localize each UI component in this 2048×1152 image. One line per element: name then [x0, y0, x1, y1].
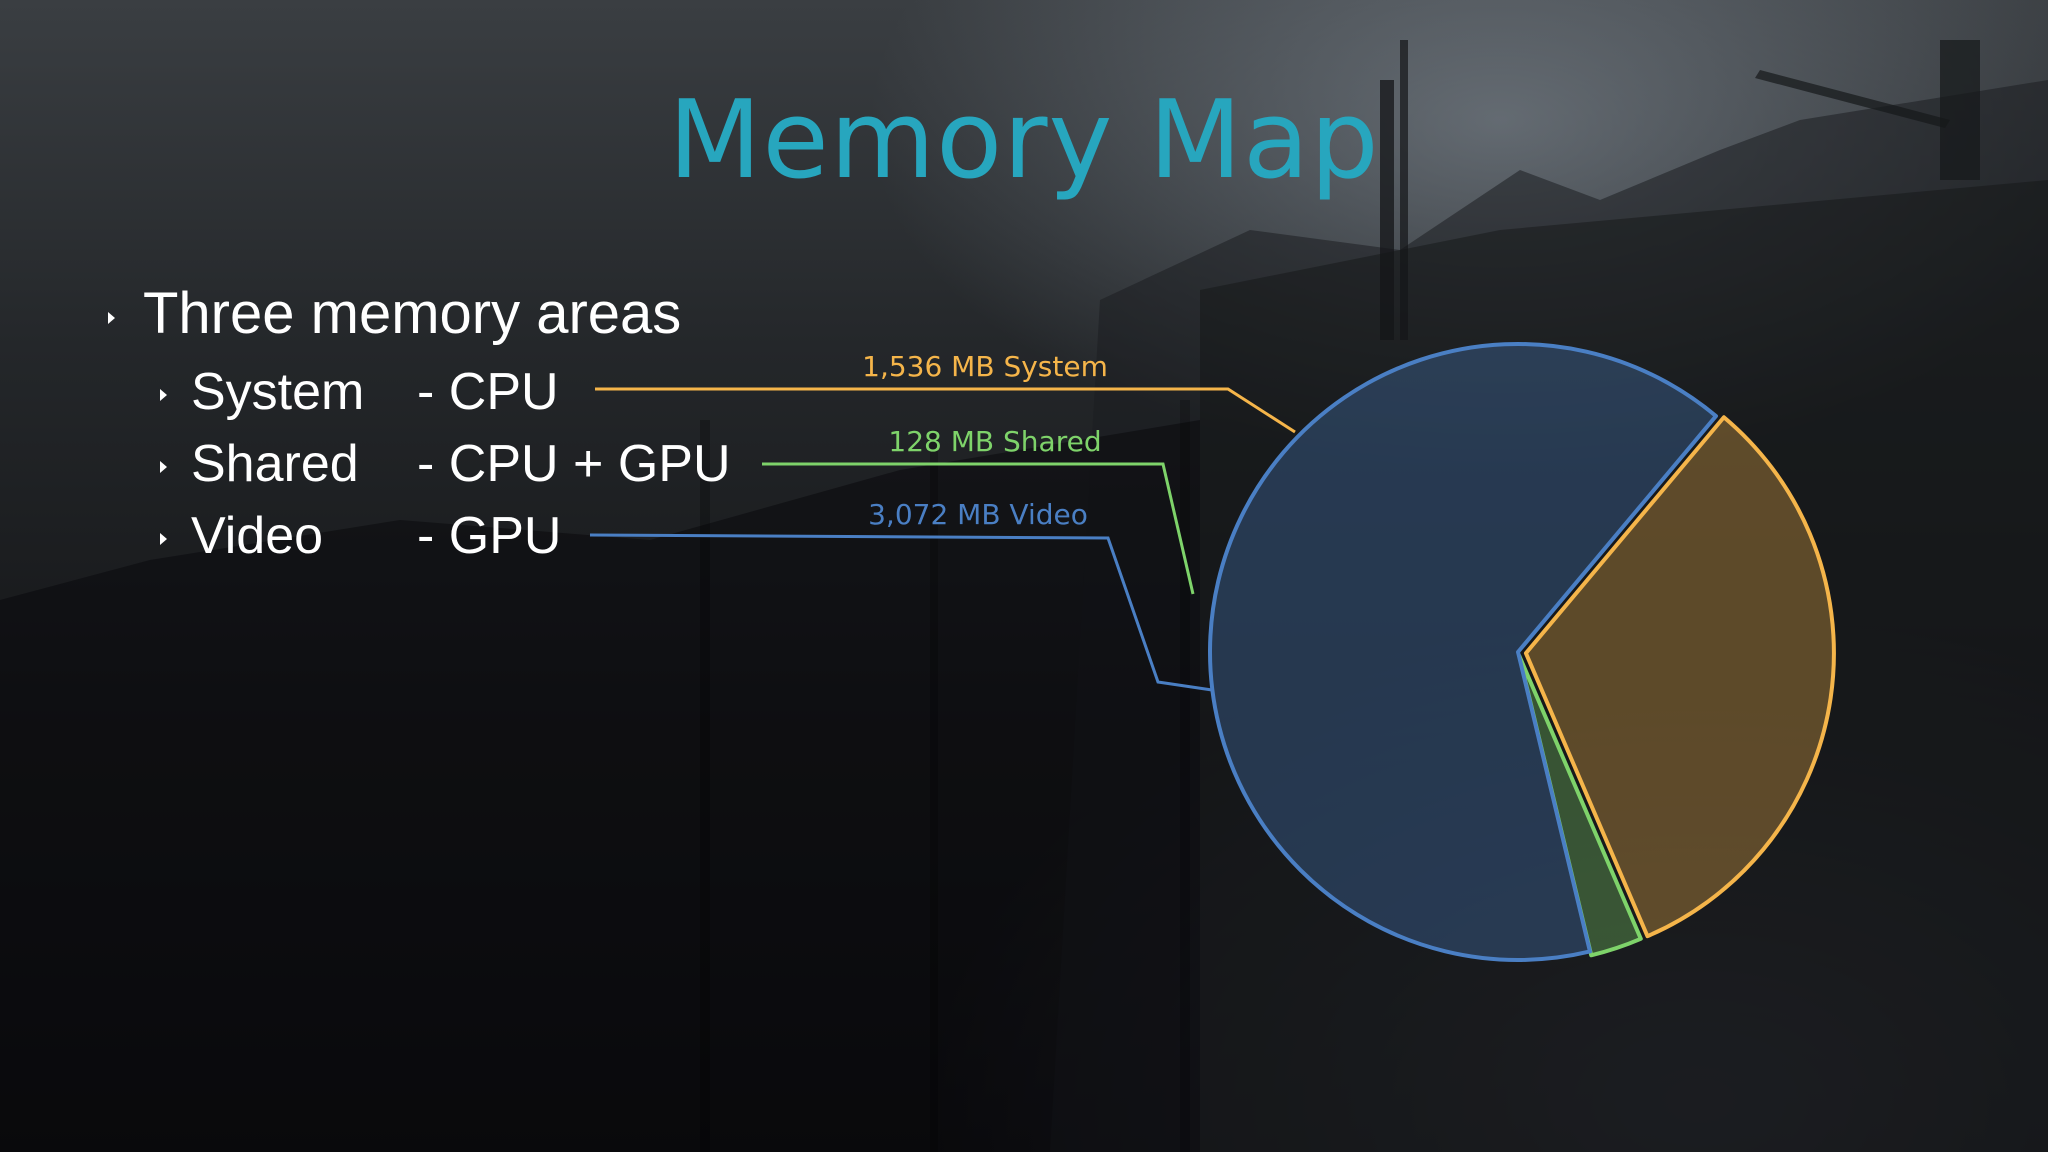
- leader-line-system: [595, 387, 1296, 434]
- leader-line-video: [589, 533, 1213, 692]
- bullet-item-desc: - GPU: [417, 507, 562, 565]
- bullet-arrow-icon: [160, 533, 167, 546]
- bullet-arrow-icon: [160, 389, 167, 402]
- bullet-heading: Three memory areas: [108, 280, 681, 347]
- bullet-item-name: Video: [191, 507, 324, 565]
- pie-slice-video: [1208, 342, 1718, 962]
- slide-title-text: Memory Map: [668, 78, 1380, 203]
- bullet-item-desc: - CPU: [417, 363, 559, 421]
- data-label-shared: 128 MB Shared: [888, 425, 1101, 458]
- pie-slice-system: [1523, 415, 1836, 939]
- bullet-item-desc: - CPU + GPU: [417, 435, 731, 493]
- bullet-arrow-icon: [108, 311, 115, 324]
- bullet-item-shared: Shared - CPU + GPU: [160, 434, 731, 494]
- data-label-video: 3,072 MB Video: [868, 498, 1088, 531]
- pie-slice-shared: [1517, 653, 1643, 958]
- bullet-item-name: System: [191, 363, 365, 421]
- bullet-item-video: Video - GPU: [160, 506, 561, 566]
- bullet-arrow-icon: [160, 461, 167, 474]
- data-label-system: 1,536 MB System: [862, 350, 1108, 383]
- slide-title: Memory Map: [0, 78, 2048, 203]
- bullet-item-system: System - CPU: [160, 362, 559, 422]
- bullet-item-name: Shared: [191, 435, 359, 493]
- leader-line-shared: [762, 462, 1195, 595]
- bullet-heading-text: Three memory areas: [143, 281, 682, 346]
